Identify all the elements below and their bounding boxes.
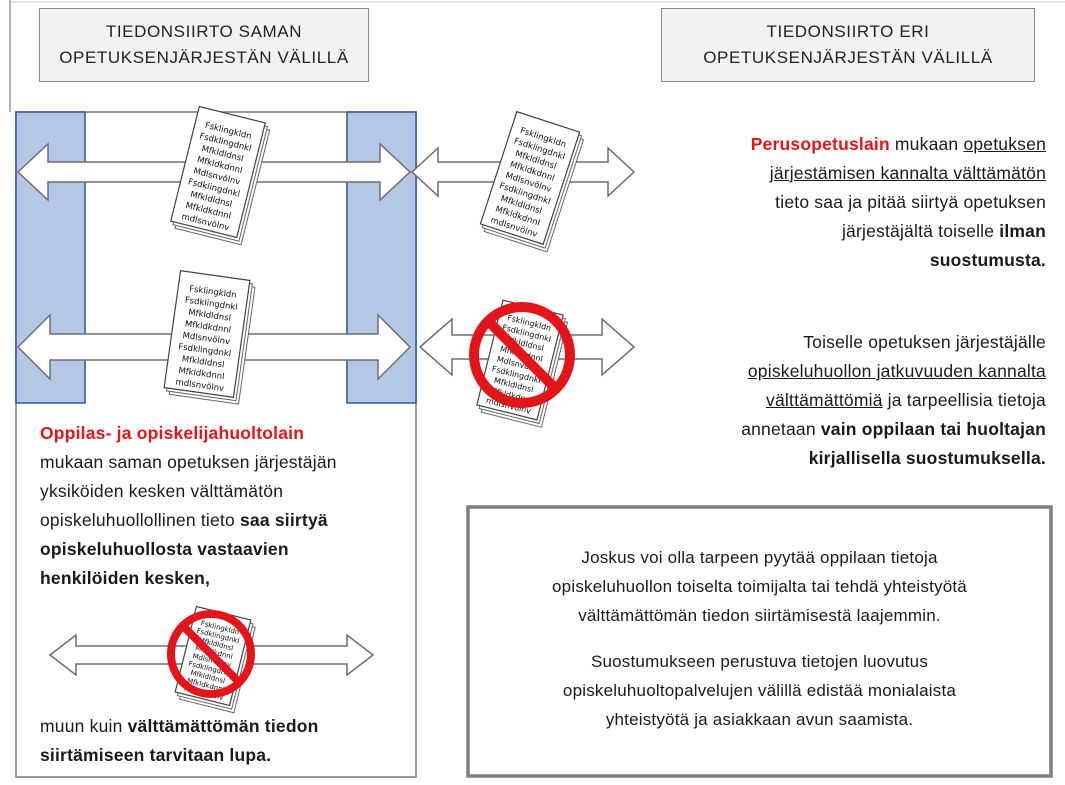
info-line: opiskeluhuoltopalvelujen välillä edistää… bbox=[562, 681, 957, 700]
right2-line: Toiselle opetuksen järjestäjälle bbox=[803, 332, 1046, 352]
right1-span: järjestäjältä toiselle bbox=[841, 221, 1000, 241]
prohibition-icon-bottom bbox=[167, 610, 255, 698]
left-paragraph: Oppilas- ja opiskelijahuoltolain mukaan … bbox=[40, 419, 410, 593]
right1-span: mukaan bbox=[889, 134, 964, 154]
right2-line: opiskeluhuollon jatkuvuuden kannalta bbox=[747, 361, 1046, 381]
right2-line: kirjallisella suostumuksella. bbox=[808, 448, 1046, 468]
left-text-line: yksiköiden kesken välttämätön bbox=[40, 481, 284, 501]
right-paragraph-2: Toiselle opetuksen järjestäjälle opiskel… bbox=[600, 328, 1046, 473]
right2-span: ja tarpeellisia tietoja bbox=[882, 390, 1046, 410]
info-line: välttämättömän tiedon siirtämisestä laaj… bbox=[578, 606, 941, 625]
header-left-line2: OPETUKSENJÄRJESTÄN VÄLILLÄ bbox=[59, 48, 349, 67]
left-text-span: opiskeluhuollollinen tieto bbox=[40, 510, 240, 530]
right2-underline: välttämättömiä bbox=[766, 390, 883, 410]
info-box bbox=[466, 505, 1053, 778]
left-bottom-line: siirtämiseen tarvitaan lupa. bbox=[40, 745, 272, 765]
info-line: Joskus voi olla tarpeen pyytää oppilaan … bbox=[581, 548, 938, 567]
info-line: opiskeluhuollon toiselta toimijalta tai … bbox=[552, 577, 967, 596]
document-icon-top-left: FsklingkldnFsdklingdnklMfkldldnslMfkldkd… bbox=[170, 105, 271, 246]
left-text-line: henkilöiden kesken, bbox=[40, 568, 211, 588]
left-text-line: opiskeluhuollosta vastaavien bbox=[40, 539, 289, 559]
right1-line: järjestämisen kannalta välttämätön bbox=[769, 163, 1046, 183]
document-icon-mid-left: FsklingkldnFsdklingdnklMfkldldnslMfkldkd… bbox=[163, 270, 256, 405]
prohibition-icon-mid bbox=[469, 302, 575, 408]
header-right: TIEDONSIIRTO ERI OPETUKSENJÄRJESTÄN VÄLI… bbox=[661, 8, 1035, 82]
left-bottom-span: muun kuin bbox=[40, 716, 128, 736]
header-right-line2: OPETUKSENJÄRJESTÄN VÄLILLÄ bbox=[703, 48, 993, 67]
left-text-bold: saa siirtyä bbox=[239, 510, 328, 530]
info-line: yhteistyötä ja asiakkaan avun saamista. bbox=[605, 710, 914, 729]
right-paragraph-1: Perusopetuslain mukaan opetuksen järjest… bbox=[600, 130, 1046, 275]
right1-line: tieto saa ja pitää siirtyä opetuksen bbox=[775, 192, 1046, 212]
info-line: Suostumukseen perustuva tietojen luovutu… bbox=[590, 652, 929, 671]
header-left-line1: TIEDONSIIRTO SAMAN bbox=[105, 22, 303, 41]
document-icon-top-right: FsklingkldnFsdklingdnklMfkldldnslMfkldkd… bbox=[479, 110, 585, 253]
header-left: TIEDONSIIRTO SAMAN OPETUKSENJÄRJESTÄN VÄ… bbox=[39, 8, 369, 82]
law-name-perusopetus: Perusopetuslain bbox=[750, 134, 890, 154]
left-bottom-bold: välttämättömän tiedon bbox=[127, 716, 319, 736]
left-text-line: mukaan saman opetuksen järjestäjän bbox=[40, 452, 337, 472]
info-box-text: Joskus voi olla tarpeen pyytää oppilaan … bbox=[472, 543, 1047, 734]
header-right-line1: TIEDONSIIRTO ERI bbox=[766, 22, 930, 41]
right2-span: annetaan bbox=[741, 419, 821, 439]
law-name-oppilashuolto: Oppilas- ja opiskelijahuoltolain bbox=[40, 423, 305, 443]
right1-underline: opetuksen bbox=[963, 134, 1046, 154]
right2-bold: vain oppilaan tai huoltajan bbox=[820, 419, 1046, 439]
right1-bold: ilman bbox=[999, 221, 1046, 241]
right1-line: suostumusta. bbox=[929, 250, 1046, 270]
left-bottom-paragraph: muun kuin välttämättömän tiedon siirtämi… bbox=[40, 712, 410, 770]
